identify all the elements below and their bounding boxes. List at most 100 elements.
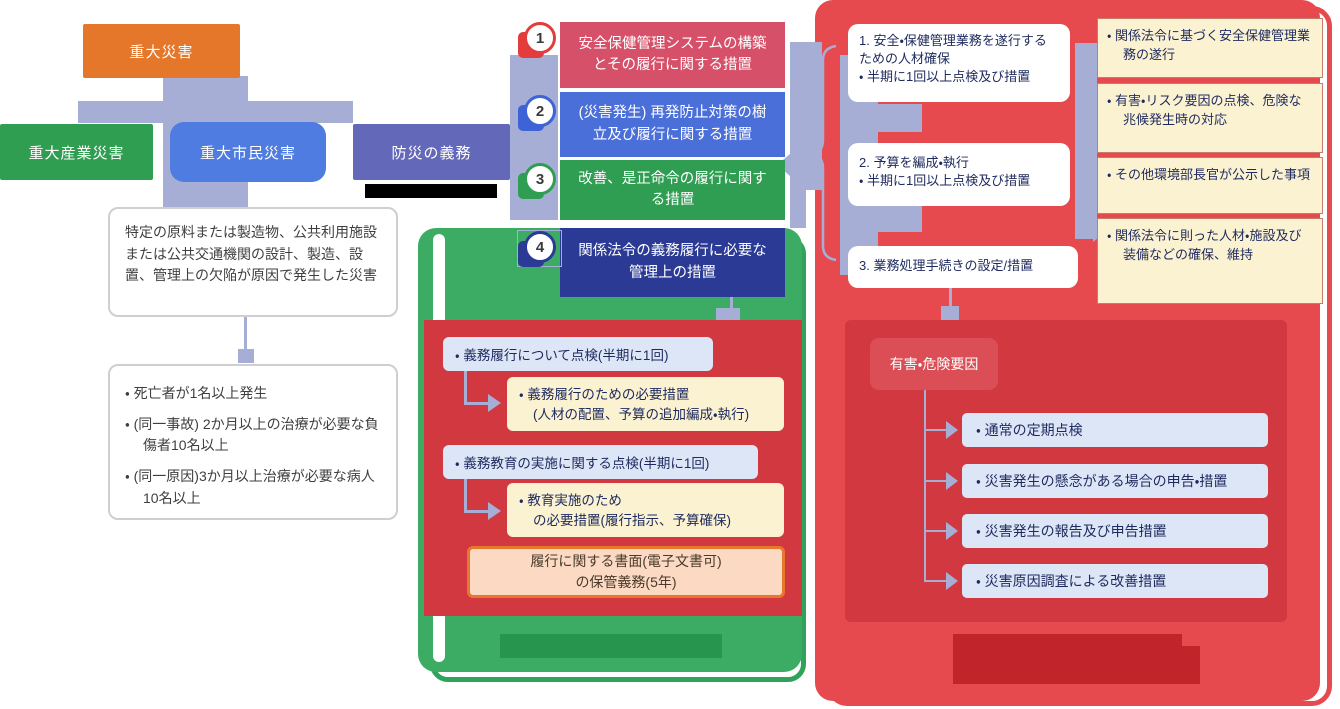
hazard-arrow-1: [946, 421, 958, 439]
hazard-tree-vline: [924, 390, 926, 582]
retention-line2: の保管義務(5年): [575, 574, 677, 590]
criteria-item: ・ (同一事故) 2か月以上の治療が必要な負傷者10名以上: [125, 415, 379, 454]
measure-box-3: 改善、是正命令の履行に関する措置: [560, 160, 785, 220]
measure-box-2: (災害発生) 再発防止対策の樹立及び履行に関する措置: [560, 92, 785, 157]
measure-4-number: 4: [535, 238, 545, 256]
connector-legal-bar: [1075, 43, 1097, 239]
management-panel-outline: [827, 6, 1332, 706]
hazard-action-2-text: ・ 災害発生の懸念がある場合の申告・措置: [976, 473, 1228, 489]
management-panel-footer-bar: [953, 634, 1182, 684]
inspection-item-1: ・ 義務履行について点検(半期に1回): [443, 337, 713, 371]
hazard-action-1-text: ・ 通常の定期点検: [976, 422, 1083, 438]
arrow-1-vline: [464, 371, 467, 404]
required-measure-2-line1: ・ 教育実施のため: [519, 493, 622, 508]
box-prevention-duty-label: 防災の義務: [391, 144, 472, 162]
box-prevention-duty: 防災の義務: [353, 124, 510, 180]
black-underline-bar: [365, 184, 497, 198]
measure-2-circle: 2: [524, 95, 556, 127]
box-major-disaster-label: 重大災害: [129, 43, 194, 61]
arrow-2-head: [488, 502, 501, 520]
measure-box-1: 安全保健管理システムの構築とその履行に関する措置: [560, 22, 785, 88]
criteria-item: ・ 死亡者が1名以上発生: [125, 385, 268, 401]
connector-tasks-stub-1: [840, 104, 922, 132]
retention-box: 履行に関する書面(電子文書可) の保管義務(5年): [467, 546, 785, 598]
hazard-branch-4: [926, 580, 948, 582]
hazard-arrow-3: [946, 522, 958, 540]
legal-item-3: ・ その他環境部長官が公示した事項: [1097, 157, 1323, 214]
connector-m4-line: [730, 297, 733, 313]
connector-hazard-line: [949, 288, 952, 310]
connector-defect-line: [244, 317, 247, 353]
hazard-action-3: ・ 災害発生の報告及び申告措置: [962, 514, 1268, 548]
hazard-arrow-2: [946, 472, 958, 490]
legal-item-4-text: ・ 関係法令に則った人材・施設及び装備などの確保、維持: [1107, 228, 1302, 262]
box-citizen-disaster: 重大市民災害: [170, 122, 326, 182]
inspection-item-2: ・ 義務教育の実施に関する点検(半期に1回): [443, 445, 758, 479]
task-2-line1: 2. 予算を編成・執行: [859, 155, 969, 170]
required-measure-1: ・ 義務履行のための必要措置 (人材の配置、予算の追加編成・執行): [507, 377, 784, 431]
measure-box-3-label: 改善、是正命令の履行に関する措置: [578, 170, 767, 208]
required-measure-1-line2: (人材の配置、予算の追加編成・執行): [533, 407, 750, 423]
retention-line1: 履行に関する書面(電子文書可): [530, 553, 722, 569]
task-box-2: 2. 予算を編成・執行 ・ 半期に1回以上点検及び措置: [848, 143, 1070, 206]
legal-item-1-text: ・ 関係法令に基づく安全保健管理業務の遂行: [1107, 28, 1311, 62]
measure-box-1-label: 安全保健管理システムの構築とその履行に関する措置: [578, 35, 767, 73]
task-box-3: 3. 業務処理手続きの設定/措置: [848, 246, 1078, 288]
hazard-action-4: ・ 災害原因調査による改善措置: [962, 564, 1268, 598]
hazard-label-text: 有害・危険要因: [889, 356, 979, 372]
measure-3-circle: 3: [524, 163, 556, 195]
connector-defect-square: [238, 349, 254, 363]
defect-description-text: 特定の原料または製造物、公共利用施設または公共交通機関の設計、製造、設置、管理上…: [125, 224, 377, 284]
measure-box-4-label: 関係法令の義務履行に必要な管理上の措置: [578, 243, 767, 281]
connector-cross-horizontal: [78, 101, 353, 123]
required-measure-1-line1: ・ 義務履行のための必要措置: [519, 387, 690, 402]
brace-connector: [811, 44, 837, 262]
management-panel-footer-notch: [1182, 646, 1200, 684]
required-measure-2: ・ 教育実施のため の必要措置(履行指示、予算確保): [507, 483, 784, 537]
obligation-panel-footer-bar: [500, 634, 722, 658]
legal-item-3-text: ・ その他環境部長官が公示した事項: [1107, 167, 1311, 182]
arrow-1-head: [488, 394, 501, 412]
task-1-line1: 1. 安全・保健管理業務を遂行するための人材確保: [859, 33, 1047, 67]
connector-column-to-panel-lower: [790, 190, 806, 228]
legal-item-4: ・ 関係法令に則った人材・施設及び装備などの確保、維持: [1097, 218, 1323, 304]
legal-item-1: ・ 関係法令に基づく安全保健管理業務の遂行: [1097, 18, 1323, 78]
task-2-line2: ・ 半期に1回以上点検及び措置: [859, 173, 1031, 189]
required-measure-2-line2: の必要措置(履行指示、予算確保): [533, 513, 731, 529]
box-major-disaster: 重大災害: [83, 24, 240, 78]
arrow-2-vline: [464, 479, 467, 512]
measure-1-number: 1: [535, 29, 545, 47]
criteria-item: ・ (同一原因)3か月以上治療が必要な病人10名以上: [125, 468, 375, 506]
arrow-2-hline: [464, 510, 492, 513]
inspection-item-1-text: ・ 義務履行について点検(半期に1回): [455, 348, 669, 363]
criteria-box: ・ 死亡者が1名以上発生 ・ (同一事故) 2か月以上の治療が必要な負傷者10名…: [108, 364, 398, 520]
connector-hazard-square: [941, 306, 959, 322]
inspection-item-2-text: ・ 義務教育の実施に関する点検(半期に1回): [455, 456, 710, 471]
hazard-action-1: ・ 通常の定期点検: [962, 413, 1268, 447]
hazard-label: 有害・危険要因: [870, 338, 998, 390]
measure-2-number: 2: [535, 102, 545, 120]
measure-box-4: 関係法令の義務履行に必要な管理上の措置: [560, 228, 785, 297]
hazard-branch-3: [926, 530, 948, 532]
task-box-1: 1. 安全・保健管理業務を遂行するための人材確保 ・ 半期に1回以上点検及び措置: [848, 24, 1070, 102]
box-citizen-disaster-label: 重大市民災害: [199, 144, 296, 162]
hazard-arrow-4: [946, 572, 958, 590]
box-industrial-disaster-label: 重大産業災害: [28, 144, 125, 162]
measure-3-number: 3: [535, 170, 545, 188]
legal-item-2: ・ 有害・リスク要因の点検、危険な兆候発生時の対応: [1097, 83, 1323, 153]
hazard-branch-2: [926, 480, 948, 482]
task-3-line1: 3. 業務処理手続きの設定/措置: [859, 258, 1034, 273]
hazard-action-4-text: ・ 災害原因調査による改善措置: [976, 573, 1167, 589]
connector-column-to-panel: [790, 42, 822, 190]
box-industrial-disaster: 重大産業災害: [0, 124, 153, 180]
measure-1-circle: 1: [524, 22, 556, 54]
defect-description-box: 特定の原料または製造物、公共利用施設または公共交通機関の設計、製造、設置、管理上…: [108, 207, 398, 317]
hazard-action-2: ・ 災害発生の懸念がある場合の申告・措置: [962, 464, 1268, 498]
arrow-1-hline: [464, 402, 492, 405]
hazard-action-3-text: ・ 災害発生の報告及び申告措置: [976, 523, 1167, 539]
hazard-branch-1: [926, 429, 948, 431]
measure-4-circle: 4: [524, 231, 556, 263]
connector-tasks-stub-2: [840, 202, 922, 232]
task-1-line2: ・ 半期に1回以上点検及び措置: [859, 69, 1031, 85]
